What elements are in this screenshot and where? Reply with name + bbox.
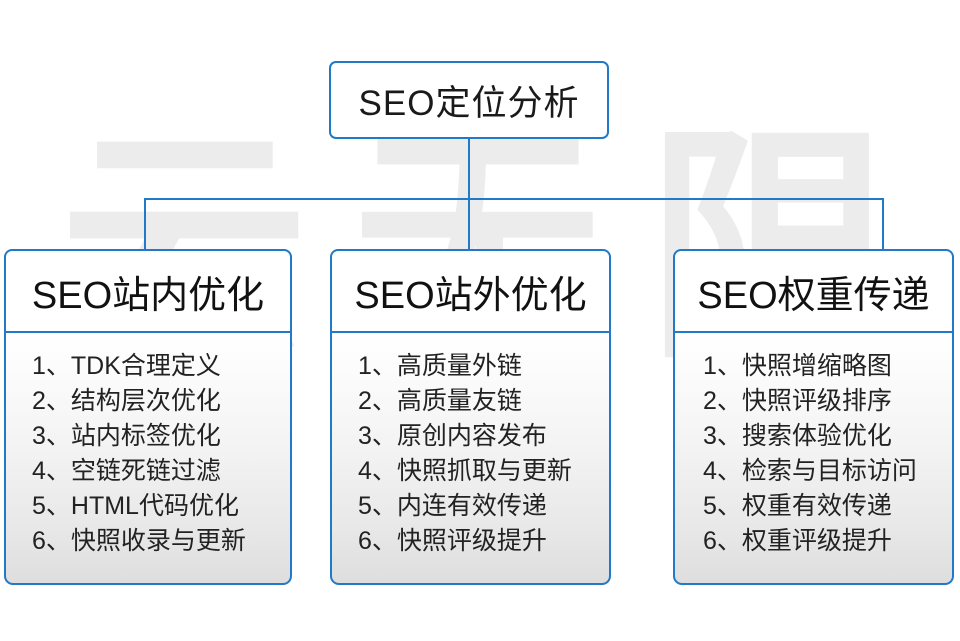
root-node-label: SEO定位分析 (358, 83, 580, 123)
list-item: 5、HTML代码优化 (32, 492, 239, 520)
branch-column-weight-transfer: SEO权重传递 1、快照增缩略图 2、快照评级排序 3、搜索体验优化 4、检索与… (673, 249, 954, 585)
list-item: 6、快照收录与更新 (32, 527, 246, 555)
connector-horizontal-bus (144, 198, 884, 200)
list-item: 1、高质量外链 (358, 352, 522, 380)
branch-header-on-site[interactable]: SEO站内优化 (4, 249, 292, 333)
branch-body-off-site: 1、高质量外链 2、高质量友链 3、原创内容发布 4、快照抓取与更新 5、内连有… (330, 333, 611, 585)
list-item: 4、检索与目标访问 (703, 457, 917, 485)
list-item: 2、结构层次优化 (32, 387, 221, 415)
connector-drop-col3 (882, 198, 884, 249)
list-item: 2、高质量友链 (358, 387, 522, 415)
branch-column-on-site: SEO站内优化 1、TDK合理定义 2、结构层次优化 3、站内标签优化 4、空链… (4, 249, 292, 585)
list-item: 2、快照评级排序 (703, 387, 892, 415)
branch-header-off-site[interactable]: SEO站外优化 (330, 249, 611, 333)
branch-item-list: 1、高质量外链 2、高质量友链 3、原创内容发布 4、快照抓取与更新 5、内连有… (332, 349, 609, 559)
branch-body-on-site: 1、TDK合理定义 2、结构层次优化 3、站内标签优化 4、空链死链过滤 5、H… (4, 333, 292, 585)
list-item: 1、快照增缩略图 (703, 352, 892, 380)
list-item: 3、站内标签优化 (32, 422, 221, 450)
list-item: 4、空链死链过滤 (32, 457, 221, 485)
connector-drop-col2 (468, 198, 470, 249)
list-item: 3、原创内容发布 (358, 422, 547, 450)
branch-item-list: 1、TDK合理定义 2、结构层次优化 3、站内标签优化 4、空链死链过滤 5、H… (6, 349, 290, 559)
list-item: 3、搜索体验优化 (703, 422, 892, 450)
list-item: 5、内连有效传递 (358, 492, 547, 520)
list-item: 6、快照评级提升 (358, 527, 547, 555)
branch-item-list: 1、快照增缩略图 2、快照评级排序 3、搜索体验优化 4、检索与目标访问 5、权… (675, 349, 952, 559)
branch-header-label: SEO站内优化 (31, 274, 265, 317)
root-node-seo-positioning-analysis[interactable]: SEO定位分析 (329, 61, 609, 139)
connector-drop-col1 (144, 198, 146, 249)
list-item: 4、快照抓取与更新 (358, 457, 572, 485)
branch-header-label: SEO站外优化 (354, 274, 587, 317)
list-item: 5、权重有效传递 (703, 492, 892, 520)
branch-column-off-site: SEO站外优化 1、高质量外链 2、高质量友链 3、原创内容发布 4、快照抓取与… (330, 249, 611, 585)
list-item: 6、权重评级提升 (703, 527, 892, 555)
branch-header-label: SEO权重传递 (697, 274, 930, 317)
branch-header-weight-transfer[interactable]: SEO权重传递 (673, 249, 954, 333)
connector-root-stem (468, 139, 470, 199)
branch-body-weight-transfer: 1、快照增缩略图 2、快照评级排序 3、搜索体验优化 4、检索与目标访问 5、权… (673, 333, 954, 585)
list-item: 1、TDK合理定义 (32, 352, 221, 380)
